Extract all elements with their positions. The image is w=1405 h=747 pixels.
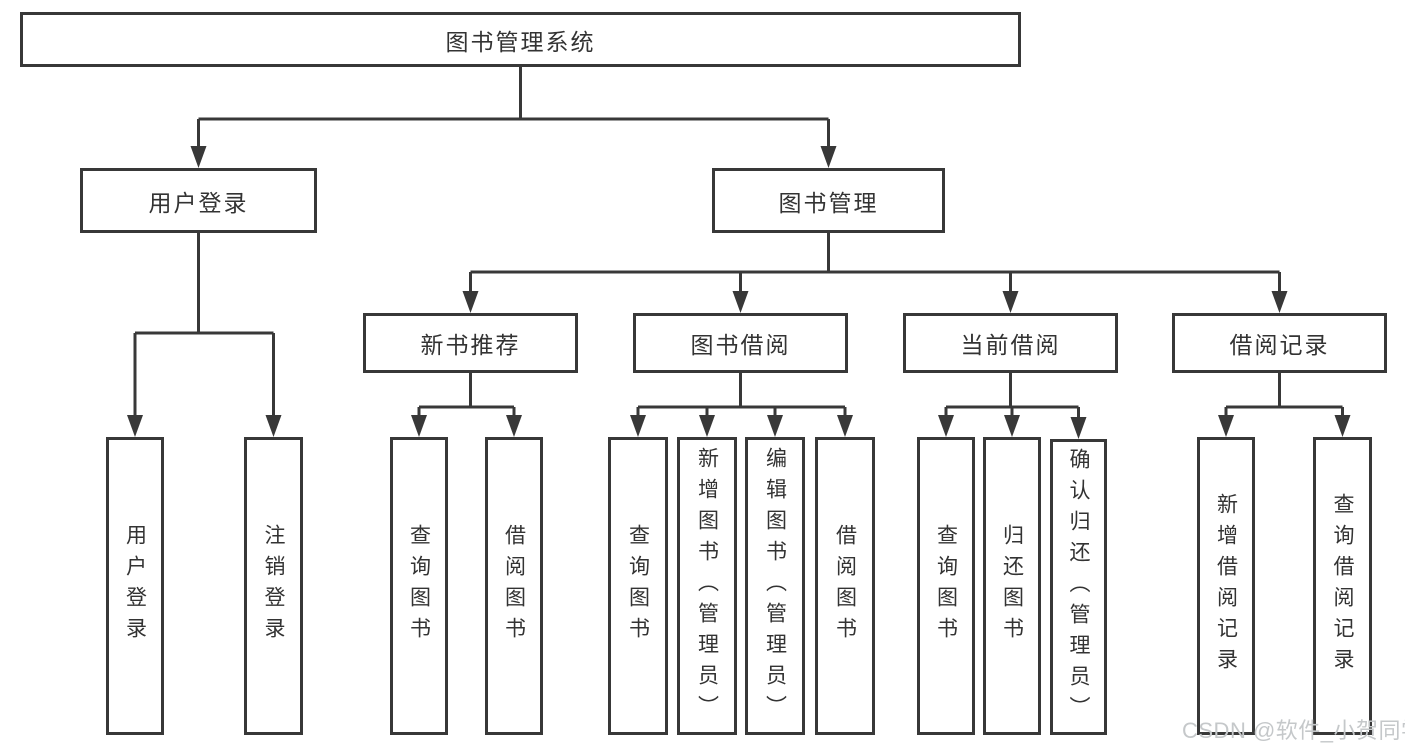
leaf-query-books-recommend: 查询图书 — [390, 437, 448, 735]
arrowhead-icon — [462, 291, 479, 313]
arrowhead-icon — [1004, 415, 1020, 437]
node-label: 借阅图书 — [833, 524, 857, 648]
arrowhead-icon — [732, 291, 749, 313]
arrowhead-icon — [1070, 417, 1087, 439]
node-label: 用户登录 — [123, 524, 147, 648]
leaf-query-books-current: 查询图书 — [917, 437, 975, 735]
leaf-query-borrow-record: 查询借阅记录 — [1313, 437, 1372, 735]
leaf-user-login: 用户登录 — [106, 437, 164, 735]
arrowhead-icon — [1271, 291, 1288, 313]
node-library-management-system: 图书管理系统 — [20, 12, 1021, 67]
arrowhead-icon — [190, 146, 207, 168]
leaf-edit-book-admin: 编辑图书（管理员） — [745, 437, 805, 735]
node-label: 确认归还（管理员） — [1067, 447, 1090, 727]
leaf-borrow-books-borrowing: 借阅图书 — [815, 437, 875, 735]
node-label: 归还图书 — [1000, 524, 1024, 648]
node-label: 查询借阅记录 — [1331, 493, 1354, 679]
leaf-logout: 注销登录 — [244, 437, 303, 735]
arrowhead-icon — [265, 415, 282, 437]
node-borrowing-records: 借阅记录 — [1172, 313, 1387, 373]
arrowhead-icon — [938, 415, 954, 437]
leaf-confirm-return-admin: 确认归还（管理员） — [1050, 439, 1107, 735]
arrowhead-icon — [506, 415, 522, 437]
csdn-watermark: CSDN @软件_小贺同学 — [1182, 718, 1405, 743]
node-label: 查询图书 — [934, 524, 958, 648]
arrowhead-icon — [767, 415, 783, 437]
node-current-borrowing: 当前借阅 — [903, 313, 1118, 373]
node-label: 借阅图书 — [502, 524, 526, 648]
node-label: 注销登录 — [262, 524, 285, 648]
node-user-login: 用户登录 — [80, 168, 317, 233]
node-label: 新增借阅记录 — [1214, 493, 1238, 679]
node-label: 新增图书（管理员） — [695, 446, 719, 726]
leaf-query-books-borrowing: 查询图书 — [608, 437, 668, 735]
node-label: 查询图书 — [626, 524, 650, 648]
arrowhead-icon — [1334, 415, 1351, 437]
arrowhead-icon — [411, 415, 427, 437]
leaf-borrow-books-recommend: 借阅图书 — [485, 437, 543, 735]
arrowhead-icon — [1218, 415, 1234, 437]
node-label: 编辑图书（管理员） — [763, 446, 787, 726]
node-label: 查询图书 — [407, 524, 431, 648]
node-book-borrowing: 图书借阅 — [633, 313, 848, 373]
leaf-add-borrow-record: 新增借阅记录 — [1197, 437, 1255, 735]
arrowhead-icon — [837, 415, 853, 437]
arrowhead-icon — [699, 415, 715, 437]
node-book-management: 图书管理 — [712, 168, 945, 233]
node-new-book-recommendation: 新书推荐 — [363, 313, 578, 373]
arrowhead-icon — [630, 415, 646, 437]
leaf-return-book: 归还图书 — [983, 437, 1041, 735]
arrowhead-icon — [820, 146, 837, 168]
arrowhead-icon — [127, 415, 143, 437]
arrowhead-icon — [1002, 291, 1019, 313]
leaf-add-book-admin: 新增图书（管理员） — [677, 437, 737, 735]
